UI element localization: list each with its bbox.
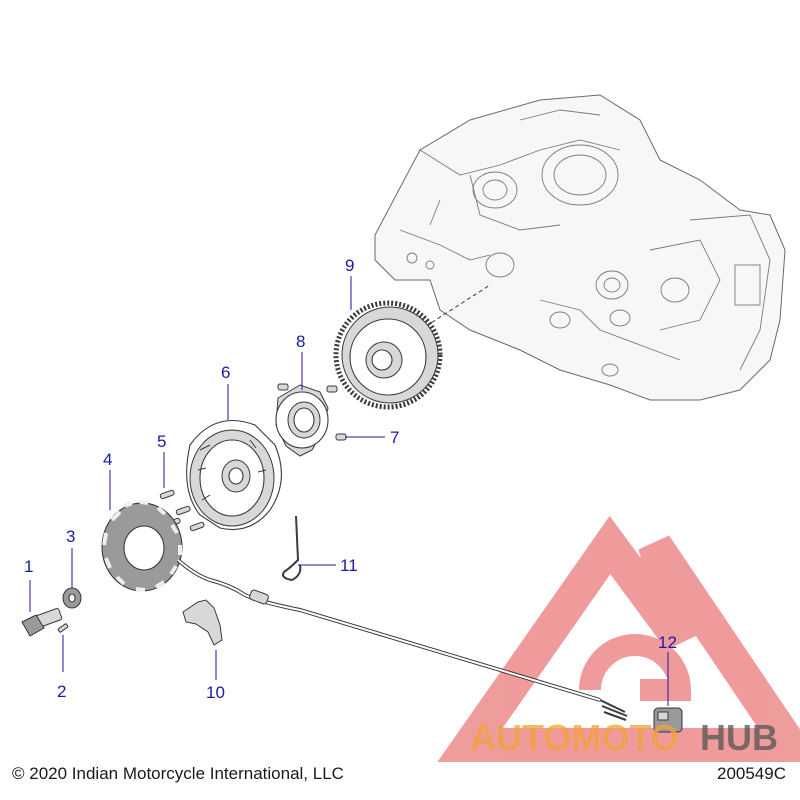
callout-6: 6 <box>221 363 230 382</box>
callout-8: 8 <box>296 332 305 351</box>
watermark-word-2: HUB <box>700 717 778 758</box>
callout-numbers: 1 2 3 4 5 6 7 8 9 10 11 12 <box>24 256 677 702</box>
starter-clutch <box>275 384 329 457</box>
callout-1: 1 <box>24 557 33 576</box>
callout-5: 5 <box>157 432 166 451</box>
callout-12: 12 <box>658 633 677 652</box>
washer <box>62 587 82 609</box>
watermark-word-1: AUTOMOTO <box>470 717 679 758</box>
callout-7: 7 <box>390 428 399 447</box>
woodruff-key <box>57 623 69 633</box>
callout-10: 10 <box>206 683 225 702</box>
starter-gear <box>333 300 443 410</box>
connector <box>653 707 683 733</box>
callout-4: 4 <box>103 450 112 469</box>
leader-lines <box>29 276 669 706</box>
stator <box>101 500 183 592</box>
wire-bracket <box>182 599 223 646</box>
watermark-logo <box>437 515 800 762</box>
callout-2: 2 <box>57 682 66 701</box>
cable-tie <box>282 515 302 582</box>
screws-7 <box>277 383 347 441</box>
flywheel <box>186 420 282 531</box>
stator-wire <box>176 558 628 721</box>
callout-9: 9 <box>345 256 354 275</box>
callout-11: 11 <box>340 556 358 575</box>
engine-crankcase <box>374 94 786 401</box>
bolt <box>21 607 63 637</box>
copyright-text: © 2020 Indian Motorcycle International, … <box>12 764 344 783</box>
callout-3: 3 <box>66 527 75 546</box>
watermark-wordmark: AUTOMOTO HUB <box>470 717 778 758</box>
figure-id: 200549C <box>716 764 786 783</box>
